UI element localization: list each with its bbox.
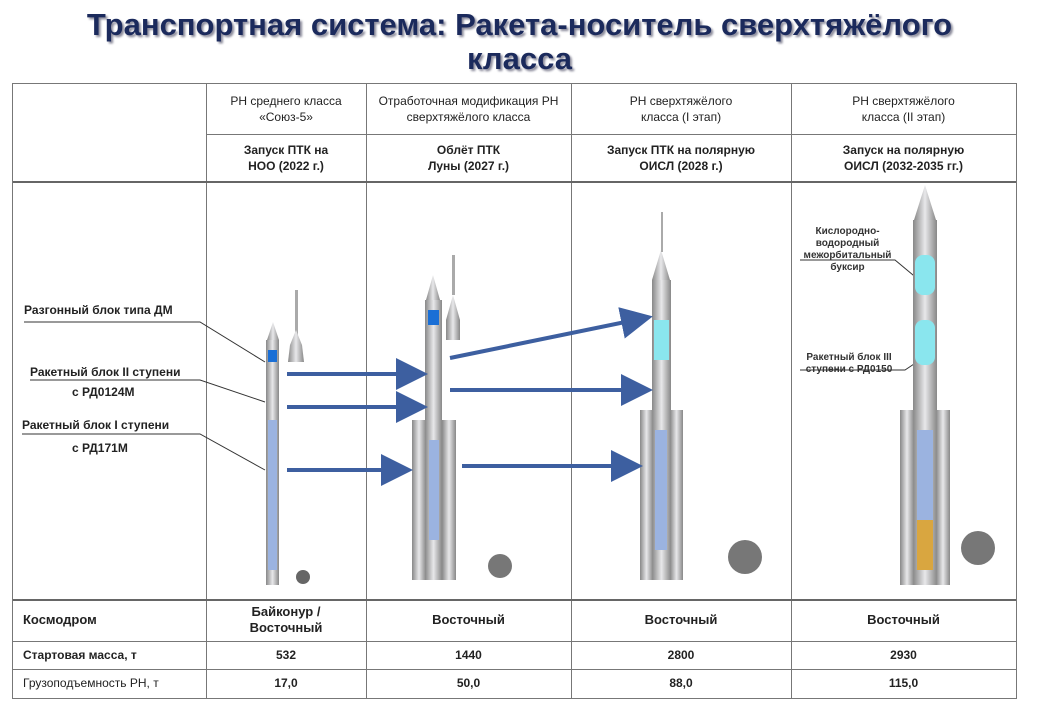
col2-payload: 50,0 [456, 676, 481, 690]
col2-mission: Облёт ПТК Луны (2027 г.) [427, 142, 510, 173]
comparison-table: РН среднего класса «Союз-5» Отработочная… [12, 83, 1017, 699]
col2-name: Отработочная модификация РН сверхтяжёлог… [378, 94, 559, 124]
super-heavy-stage2-rocket [900, 185, 995, 585]
col3-mass: 2800 [667, 648, 695, 662]
callout-stage2: Ракетный блок II ступени [30, 365, 181, 379]
col4-payload: 115,0 [888, 676, 919, 690]
callout-tug: Кислородно-водородный межорбитальный бук… [803, 226, 892, 273]
col3-cosmodrome: Восточный [644, 612, 718, 627]
callout-stage1-engine: с РД171М [72, 441, 128, 455]
col3-mission: Запуск ПТК на полярную ОИСЛ (2028 г.) [606, 142, 756, 173]
col1-payload: 17,0 [274, 676, 298, 690]
callout-stage2-engine: с РД0124М [72, 385, 135, 399]
test-rocket [412, 255, 512, 580]
label-mass: Стартовая масса, т [23, 648, 137, 662]
col2-mass: 1440 [455, 648, 482, 662]
callout-lines [22, 259, 926, 471]
col1-cosmodrome: Байконур / Восточный [249, 604, 323, 635]
col3-name: РН сверхтяжёлого класса (I этап) [629, 94, 733, 124]
slide-title: Транспортная система: Ракета-носитель св… [86, 7, 953, 76]
transition-arrows [287, 307, 653, 486]
col1-mission: Запуск ПТК на НОО (2022 г.) [243, 142, 329, 173]
col4-mass: 2930 [890, 648, 917, 662]
col4-cosmodrome: Восточный [867, 612, 940, 627]
label-payload: Грузоподъемность РН, т [23, 676, 159, 690]
label-cosmodrome: Космодром [23, 612, 97, 627]
col1-mass: 532 [275, 648, 297, 662]
callout-stage1: Ракетный блок I ступени [22, 418, 170, 432]
col4-mission: Запуск на полярную ОИСЛ (2032-2035 гг.) [842, 142, 965, 173]
col2-cosmodrome: Восточный [432, 612, 505, 627]
col3-payload: 88,0 [669, 676, 693, 690]
callout-dm: Разгонный блок типа ДМ [24, 303, 173, 317]
super-heavy-stage1-rocket [640, 212, 762, 580]
soyuz5-rocket [266, 290, 310, 585]
col1-name: РН среднего класса «Союз-5» [230, 94, 342, 124]
col4-name: РН сверхтяжёлого класса (II этап) [852, 94, 955, 124]
